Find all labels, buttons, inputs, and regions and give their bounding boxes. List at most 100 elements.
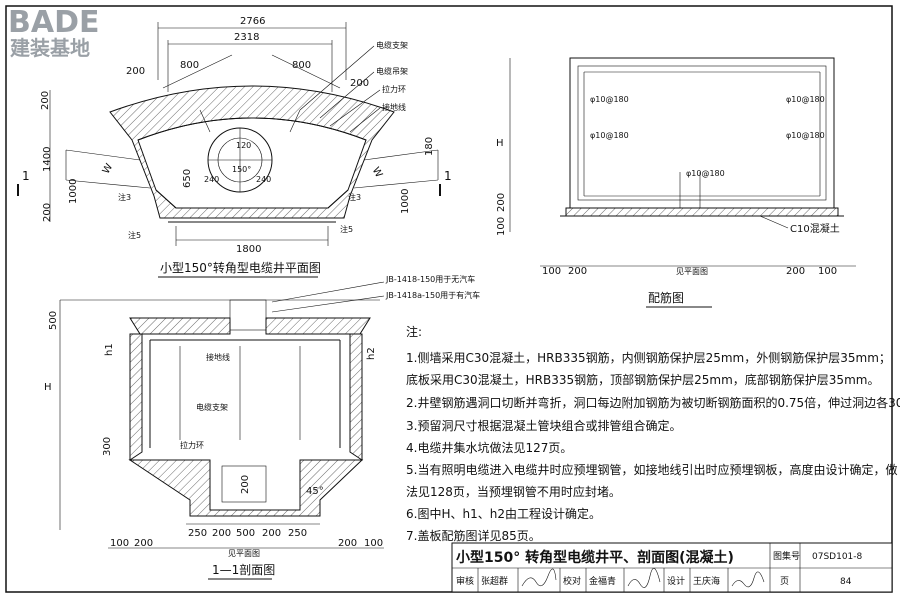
logo-subtitle-text: 建装基地 — [10, 36, 90, 60]
section-dim-500: 500 — [48, 311, 59, 330]
reviewer-signature — [521, 568, 557, 587]
rebar-dim-100: 100 — [496, 217, 507, 236]
titleblock-reviewer: 张超群 — [481, 575, 508, 587]
plan-dim-h650: 650 — [182, 169, 193, 188]
plan-dim-overall-width: 2766 — [240, 16, 265, 27]
titleblock-atlas-no: 07SD101-8 — [812, 552, 863, 562]
titleblock-atlas-label: 图集号 — [773, 550, 800, 562]
note-line-7: 法见128页，当预埋钢管不用时应封堵。 — [406, 484, 621, 499]
section-label-cable-bracket: 电缆支架 — [196, 402, 228, 412]
section-outer-dim-l100: 100 — [110, 538, 129, 549]
plan-dim-h200-bottom: 200 — [42, 203, 53, 222]
checker-signature — [627, 568, 661, 588]
section-outer-dim-r200: 200 — [338, 538, 357, 549]
plan-label-note3-right: 注3 — [348, 192, 361, 202]
plan-dim-inner-width: 2318 — [234, 32, 259, 43]
titleblock-title: 小型150° 转角型电缆井平、剖面图(混凝土) — [456, 549, 734, 566]
rebar-dim-b100l: 100 — [542, 266, 561, 277]
plan-dim-w-left: W — [101, 162, 116, 176]
section-bottom-dim-1: 250 — [188, 528, 207, 539]
plan-dim-r240a: 240 — [204, 175, 219, 184]
plan-dim-top-right-200: 200 — [350, 78, 369, 89]
section-view: JB-1418-150用于无汽车 JB-1418a-150用于有汽车 接地线 电… — [44, 274, 480, 580]
plan-label-pull-ring: 拉力环 — [382, 84, 406, 94]
section-bottom-dim-3: 500 — [236, 528, 255, 539]
title-block: 小型150° 转角型电缆井平、剖面图(混凝土) 图集号 07SD101-8 审核… — [451, 542, 893, 593]
section-dim-200: 200 — [240, 475, 251, 494]
plan-dim-top-left-200a: 200 — [126, 66, 145, 77]
section-label-pull-ring: 拉力环 — [180, 440, 204, 450]
plan-caption: 小型150°转角型电缆井平面图 — [160, 260, 321, 275]
section-bottom-dim-5: 250 — [288, 528, 307, 539]
plan-dim-r240b: 240 — [256, 175, 271, 184]
note-line-3: 2.井壁钢筋遇洞口切断并弯折，洞口每边附加钢筋为被切断钢筋面积的0.75倍，伸过… — [406, 395, 900, 410]
section-dim-h: H — [44, 382, 52, 393]
rebar-view: φ10@180 φ10@180 φ10@180 φ10@180 φ10@180 … — [496, 57, 856, 308]
plan-label-note5-left: 注5 — [128, 230, 141, 240]
rebar-dim-b200r: 200 — [786, 266, 805, 277]
rebar-dim-seefloor: 见平面图 — [676, 267, 708, 276]
plan-label-cable-bracket: 电缆支架 — [376, 40, 408, 50]
plan-label-note3-left: 注3 — [118, 192, 131, 202]
plan-dim-r120: 120 — [236, 141, 251, 150]
notes-block: 注: 1.侧墙采用C30混凝土，HRB335钢筋，内侧钢筋保护层25mm，外侧钢… — [406, 324, 900, 543]
section-dim-300: 300 — [102, 437, 113, 456]
section-outer-dim-l200: 200 — [134, 538, 153, 549]
section-dim-h1: h1 — [104, 343, 115, 356]
rebar-label-bottom: φ10@180 — [686, 169, 725, 178]
note-line-2: 底板采用C30混凝土，HRB335钢筋，顶部钢筋保护层25mm，底部钢筋保护层3… — [406, 372, 879, 387]
titleblock-review-label: 审核 — [456, 575, 474, 587]
note-line-6: 5.当有照明电缆进入电缆井时应预埋钢管，如接地线引出时应预埋钢板，高度由设计确定… — [406, 462, 897, 477]
plan-dim-h1000-right: 1000 — [400, 189, 411, 214]
plan-label-cable-hanger: 电缆吊架 — [376, 66, 408, 76]
titleblock-design-label: 设计 — [667, 575, 685, 587]
rebar-label-top-right: φ10@180 — [786, 95, 825, 104]
note-line-8: 6.图中H、h1、h2由工程设计确定。 — [406, 506, 601, 521]
designer-signature — [731, 571, 765, 588]
plan-section-mark-left: 1 — [22, 169, 30, 183]
titleblock-page-no: 84 — [840, 577, 852, 587]
rebar-label-top-left: φ10@180 — [590, 95, 629, 104]
rebar-dim-b100r: 100 — [818, 266, 837, 277]
plan-dim-bottom-1800: 1800 — [236, 244, 261, 255]
plan-dim-h1000-left: 1000 — [68, 179, 79, 204]
section-label-ground-wire: 接地线 — [206, 352, 230, 362]
section-bottom-dim-2: 200 — [212, 528, 231, 539]
plan-dim-height-1400: 1400 — [42, 147, 53, 172]
rebar-dim-200: 200 — [496, 193, 507, 212]
plan-dim-seg-left: 800 — [180, 60, 199, 71]
note-line-4: 3.预留洞尺寸根据混凝土管块组合或排管组合确定。 — [406, 418, 681, 433]
plan-section-mark-right: 1 — [444, 169, 452, 183]
rebar-dim-b200l: 200 — [568, 266, 587, 277]
note-line-9: 7.盖板配筋图详见85页。 — [406, 528, 541, 543]
rebar-c10-label: C10混凝土 — [790, 222, 840, 235]
note-line-1: 1.侧墙采用C30混凝土，HRB335钢筋，内侧钢筋保护层25mm，外侧钢筋保护… — [406, 350, 891, 365]
plan-label-note5-right: 注5 — [340, 224, 353, 234]
rebar-caption: 配筋图 — [648, 290, 684, 305]
plan-view: 2766 2318 800 800 200 200 120 150° 240 2… — [17, 16, 452, 278]
titleblock-page-label: 页 — [780, 576, 789, 587]
rebar-dim-h: H — [496, 138, 504, 149]
plan-dim-seg-right: 800 — [292, 60, 311, 71]
titleblock-designer: 王庆海 — [693, 575, 720, 587]
plan-label-ground-wire: 接地线 — [382, 102, 406, 112]
brand-logo: BADE 建装基地 — [8, 5, 99, 60]
section-dim-ang45: 45° — [306, 486, 324, 497]
notes-title: 注: — [406, 324, 422, 339]
section-outer-dim-seefloor: 见平面图 — [228, 549, 260, 558]
plan-dim-top-left-200b: 200 — [40, 91, 51, 110]
section-dim-h2: h2 — [366, 347, 377, 360]
plan-dim-v180: 180 — [424, 137, 435, 156]
sheet-frame — [5, 5, 893, 593]
section-bottom-dim-4: 200 — [262, 528, 281, 539]
section-jb1-label: JB-1418-150用于无汽车 — [385, 274, 475, 284]
titleblock-checker: 金福青 — [589, 575, 616, 587]
plan-dim-ang150: 150° — [232, 165, 251, 174]
rebar-label-mid-right: φ10@180 — [786, 131, 825, 140]
rebar-label-mid-left: φ10@180 — [590, 131, 629, 140]
section-jb2-label: JB-1418a-150用于有汽车 — [385, 290, 480, 300]
note-line-5: 4.电缆井集水坑做法见127页。 — [406, 440, 572, 455]
section-caption: 1—1剖面图 — [212, 563, 275, 577]
logo-brand-text: BADE — [8, 5, 99, 40]
